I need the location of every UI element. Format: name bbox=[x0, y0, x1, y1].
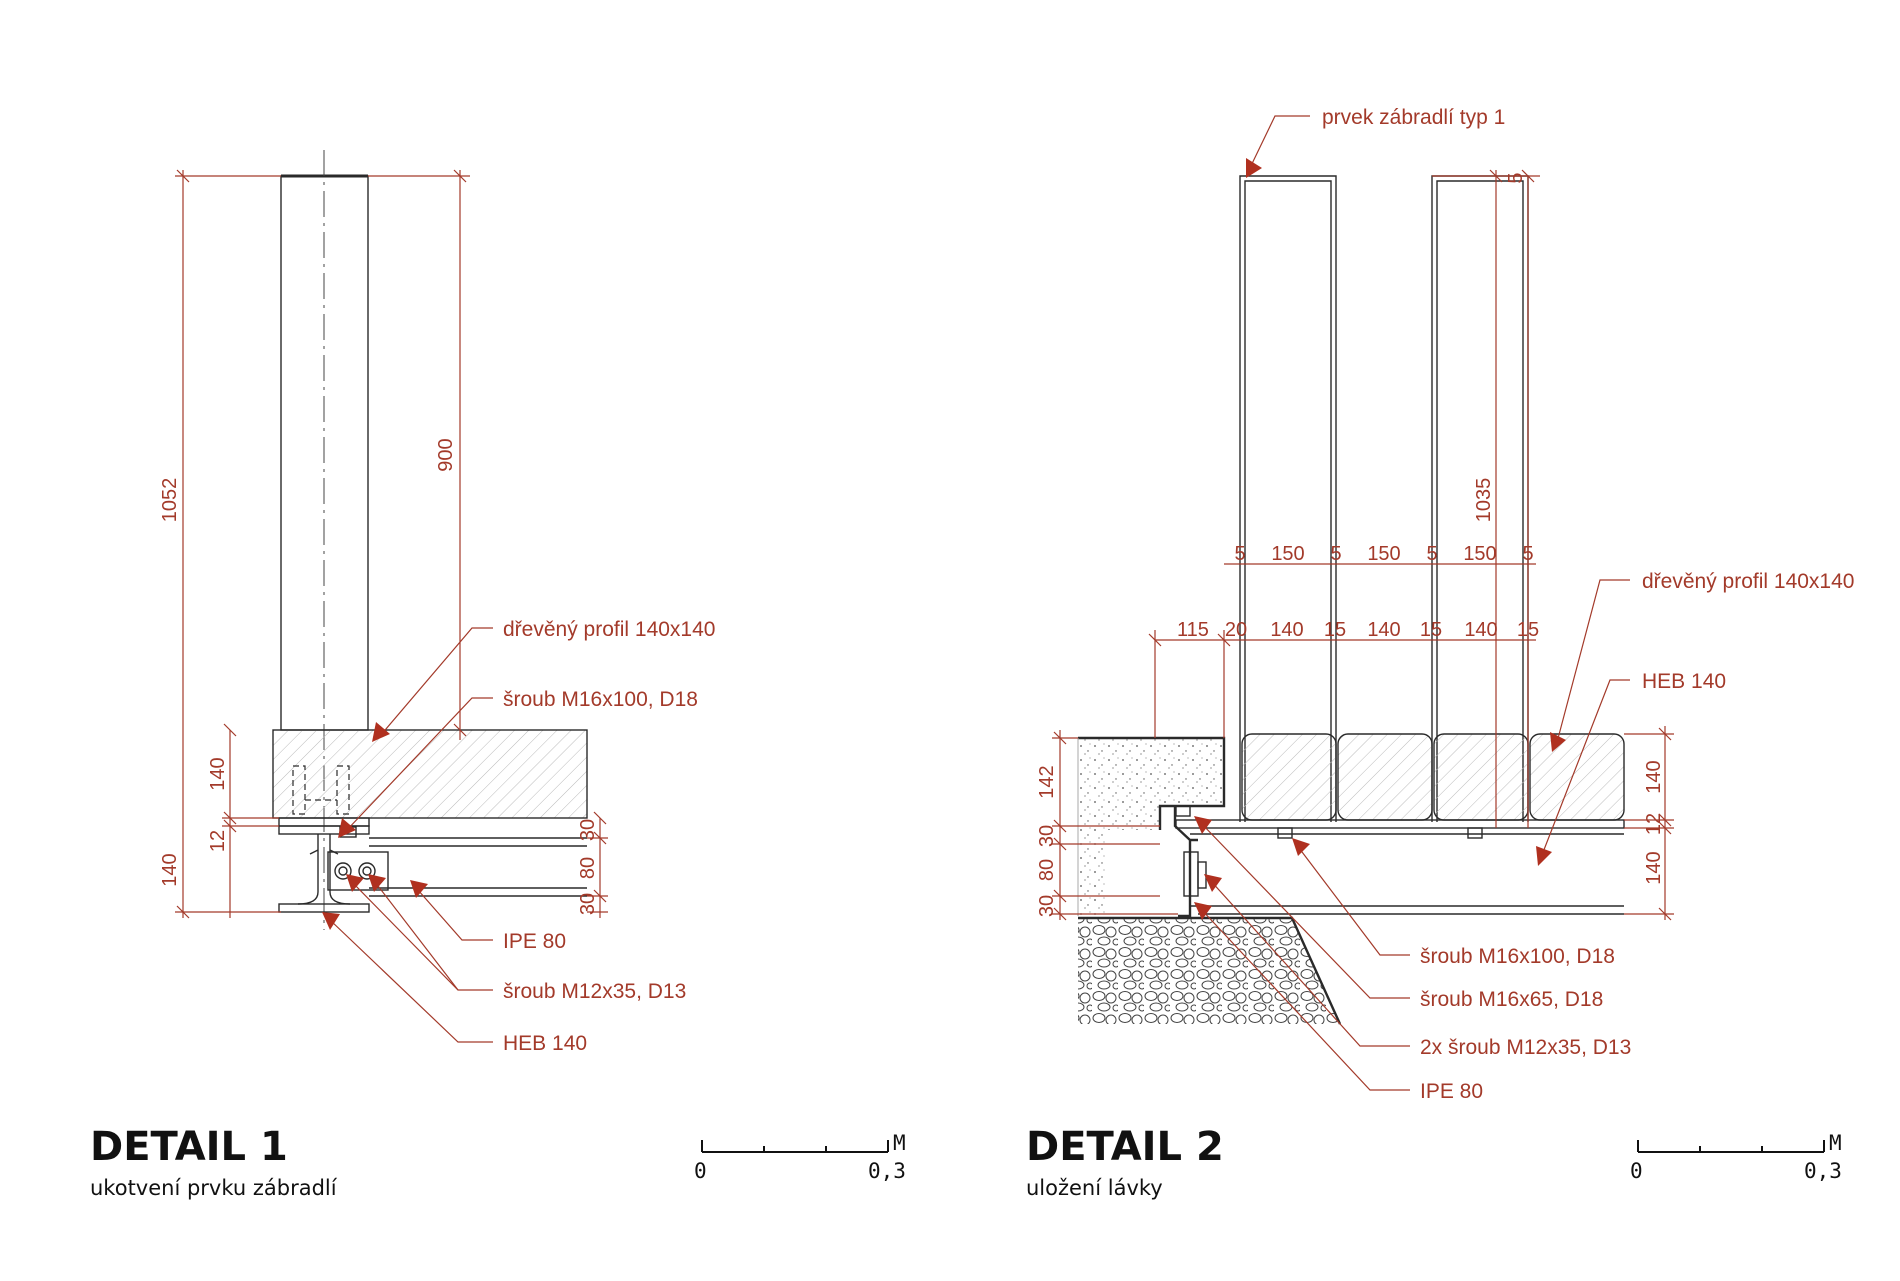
width-2: 20 bbox=[1225, 619, 1247, 641]
dim-mid-80: 80 bbox=[577, 857, 599, 879]
label-ipe-1: IPE 80 bbox=[503, 930, 566, 953]
label-railing-2: prvek zábradlí typ 1 bbox=[1322, 106, 1505, 129]
label-bolt-m16-1: šroub M16x100, D18 bbox=[503, 688, 698, 711]
heb-section bbox=[309, 834, 339, 892]
arrow-bolt-65-2 bbox=[1194, 816, 1212, 834]
scale-1-end: 0,3 bbox=[868, 1159, 906, 1183]
arrow-m12-1 bbox=[346, 874, 364, 892]
gravel-fill bbox=[1078, 918, 1340, 1024]
timber-profiles bbox=[1241, 733, 1625, 821]
detail-2-title: DETAIL 2 bbox=[1026, 1124, 1224, 1170]
scale-2-unit: M bbox=[1829, 1131, 1842, 1155]
arrow-heb-1 bbox=[322, 912, 340, 930]
detail-2-subtitle: uložení lávky bbox=[1026, 1176, 1163, 1200]
detail-2: 1035 5 5 150 5 150 5 150 5 115 20 140 15… bbox=[1026, 106, 1854, 1200]
spacing-6: 150 bbox=[1463, 543, 1496, 565]
dim-right-12: 12 bbox=[1643, 813, 1665, 835]
bolt-m12-a bbox=[334, 862, 352, 880]
concrete-abutment bbox=[1078, 738, 1224, 916]
width-5: 140 bbox=[1367, 619, 1400, 641]
label-bolt-m16-65: šroub M16x65, D18 bbox=[1420, 988, 1603, 1011]
dim-left-30: 30 bbox=[1036, 825, 1058, 847]
arrow-ipe-2 bbox=[1194, 902, 1212, 920]
arrow-heb-2 bbox=[1536, 846, 1552, 866]
scale-2-zero: 0 bbox=[1630, 1159, 1643, 1183]
arrow-bolt-100-2 bbox=[1292, 838, 1310, 856]
label-heb-1: HEB 140 bbox=[503, 1032, 587, 1055]
dim-top-5: 5 bbox=[1505, 172, 1527, 183]
arrow-ipe-1 bbox=[410, 880, 428, 898]
arrow-timber-1 bbox=[372, 722, 390, 742]
detail-1-title: DETAIL 1 bbox=[90, 1124, 288, 1170]
dim-left-80: 80 bbox=[1036, 859, 1058, 881]
spacing-5: 5 bbox=[1426, 543, 1437, 565]
bolt-m12-b bbox=[358, 862, 376, 880]
label-bolt-2x-m12: 2x šroub M12x35, D13 bbox=[1420, 1036, 1631, 1059]
width-4: 15 bbox=[1324, 619, 1346, 641]
dim-right-140b: 140 bbox=[1643, 851, 1665, 884]
label-ipe-2: IPE 80 bbox=[1420, 1080, 1483, 1103]
dim-bot-30: 30 bbox=[577, 893, 599, 915]
dim-1052: 1052 bbox=[159, 478, 181, 523]
dim-right-140: 140 bbox=[1643, 760, 1665, 793]
railing-element-1 bbox=[1239, 175, 1337, 822]
dim-heb-140: 140 bbox=[159, 853, 181, 886]
dim-1035: 1035 bbox=[1473, 478, 1495, 523]
width-dims: 115 20 140 15 140 15 140 15 bbox=[1177, 619, 1539, 641]
label-timber-1: dřevěný profil 140x140 bbox=[503, 618, 715, 641]
dim-top-30: 30 bbox=[577, 819, 599, 841]
scale-1-unit: M bbox=[893, 1131, 906, 1155]
steel-plate-2 bbox=[1175, 819, 1625, 829]
width-7: 140 bbox=[1464, 619, 1497, 641]
dim-left-142: 142 bbox=[1036, 765, 1058, 798]
width-1: 115 bbox=[1177, 619, 1209, 641]
scale-2-end: 0,3 bbox=[1804, 1159, 1842, 1183]
timber-beam bbox=[272, 729, 588, 819]
arrow-bolt-1 bbox=[338, 818, 356, 838]
width-6: 15 bbox=[1420, 619, 1442, 641]
label-bolt-m16-100: šroub M16x100, D18 bbox=[1420, 945, 1615, 968]
spacing-dims: 5 150 5 150 5 150 5 bbox=[1234, 543, 1533, 565]
dim-left-30b: 30 bbox=[1036, 895, 1058, 917]
arrow-railing-2 bbox=[1246, 158, 1262, 178]
width-3: 140 bbox=[1270, 619, 1303, 641]
spacing-1: 5 bbox=[1234, 543, 1245, 565]
arrow-bolt-m12-2 bbox=[1204, 874, 1222, 892]
dim-900: 900 bbox=[435, 438, 457, 471]
dim-plate-12: 12 bbox=[207, 830, 229, 852]
spacing-2: 150 bbox=[1271, 543, 1304, 565]
spacing-3: 5 bbox=[1330, 543, 1341, 565]
detail-1-subtitle: ukotvení prvku zábradlí bbox=[90, 1176, 338, 1200]
width-8: 15 bbox=[1517, 619, 1539, 641]
label-timber-2: dřevěný profil 140x140 bbox=[1642, 570, 1854, 593]
spacing-7: 5 bbox=[1522, 543, 1533, 565]
scale-bar-1: 0 0,3 M bbox=[694, 1131, 906, 1183]
scale-bar-2: 0 0,3 M bbox=[1630, 1131, 1842, 1183]
scale-1-zero: 0 bbox=[694, 1159, 707, 1183]
label-heb-2: HEB 140 bbox=[1642, 670, 1726, 693]
arrow-m12-2 bbox=[368, 874, 386, 892]
spacing-4: 150 bbox=[1367, 543, 1400, 565]
label-bolt-m12-1: šroub M12x35, D13 bbox=[503, 980, 686, 1003]
detail-1: 1052 900 140 12 140 30 80 30 dřevěný pro… bbox=[90, 150, 906, 1200]
arrow-timber-2 bbox=[1550, 732, 1566, 752]
dim-beam-140: 140 bbox=[207, 757, 229, 790]
